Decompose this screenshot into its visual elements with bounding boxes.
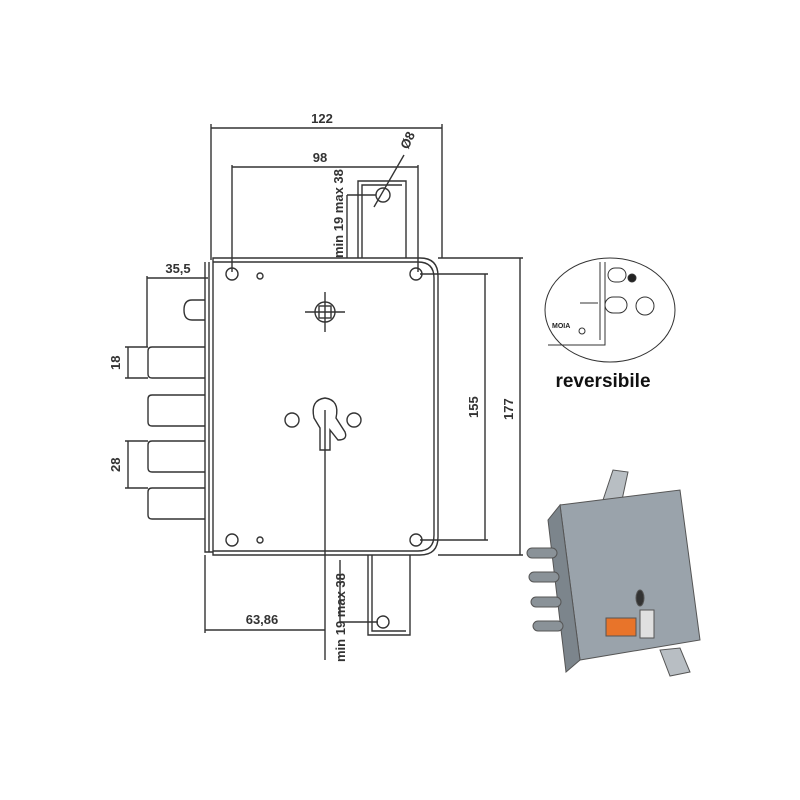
dim-98: 98 — [231, 150, 419, 272]
dim-35-5: 35,5 — [146, 261, 208, 347]
dim-63-86: 63,86 — [204, 555, 325, 633]
dim-155-label: 155 — [466, 396, 481, 418]
dim-28-label: 28 — [108, 458, 123, 472]
dim-35-5-label: 35,5 — [165, 261, 190, 276]
dim-177: 177 — [438, 257, 523, 556]
bolt — [147, 487, 205, 520]
bolt — [147, 440, 205, 473]
lock-plate — [204, 257, 439, 556]
latch — [183, 299, 205, 321]
reversible-inset: MOIA reversibile — [544, 257, 676, 392]
bolts — [147, 346, 205, 520]
dim-98-label: 98 — [313, 150, 327, 165]
dim-28: 28 — [108, 440, 148, 489]
strike-top-label: min 19 max 38 — [331, 169, 346, 258]
lock-photo — [526, 469, 701, 677]
inset-text: MOIA — [552, 323, 570, 330]
dim-155: 155 — [420, 273, 488, 541]
bolt — [147, 346, 205, 379]
dim-63-86-label: 63,86 — [246, 612, 279, 627]
dim-122-label: 122 — [311, 111, 333, 126]
top-strike-bracket: Ø8 min 19 max 38 — [331, 129, 418, 258]
cylinder-spindle — [305, 292, 345, 332]
strike-bottom-label: min 19 max 38 — [333, 573, 348, 662]
strike-hole-label: Ø8 — [397, 129, 418, 151]
bottom-strike-bracket: min 19 max 38 — [333, 555, 411, 662]
dim-122: 122 — [210, 111, 443, 260]
keyhole — [284, 397, 362, 660]
bolt — [147, 394, 205, 427]
reversible-label: reversibile — [555, 371, 650, 392]
dim-18-label: 18 — [108, 356, 123, 370]
dim-177-label: 177 — [501, 398, 516, 420]
dim-18: 18 — [108, 346, 148, 379]
